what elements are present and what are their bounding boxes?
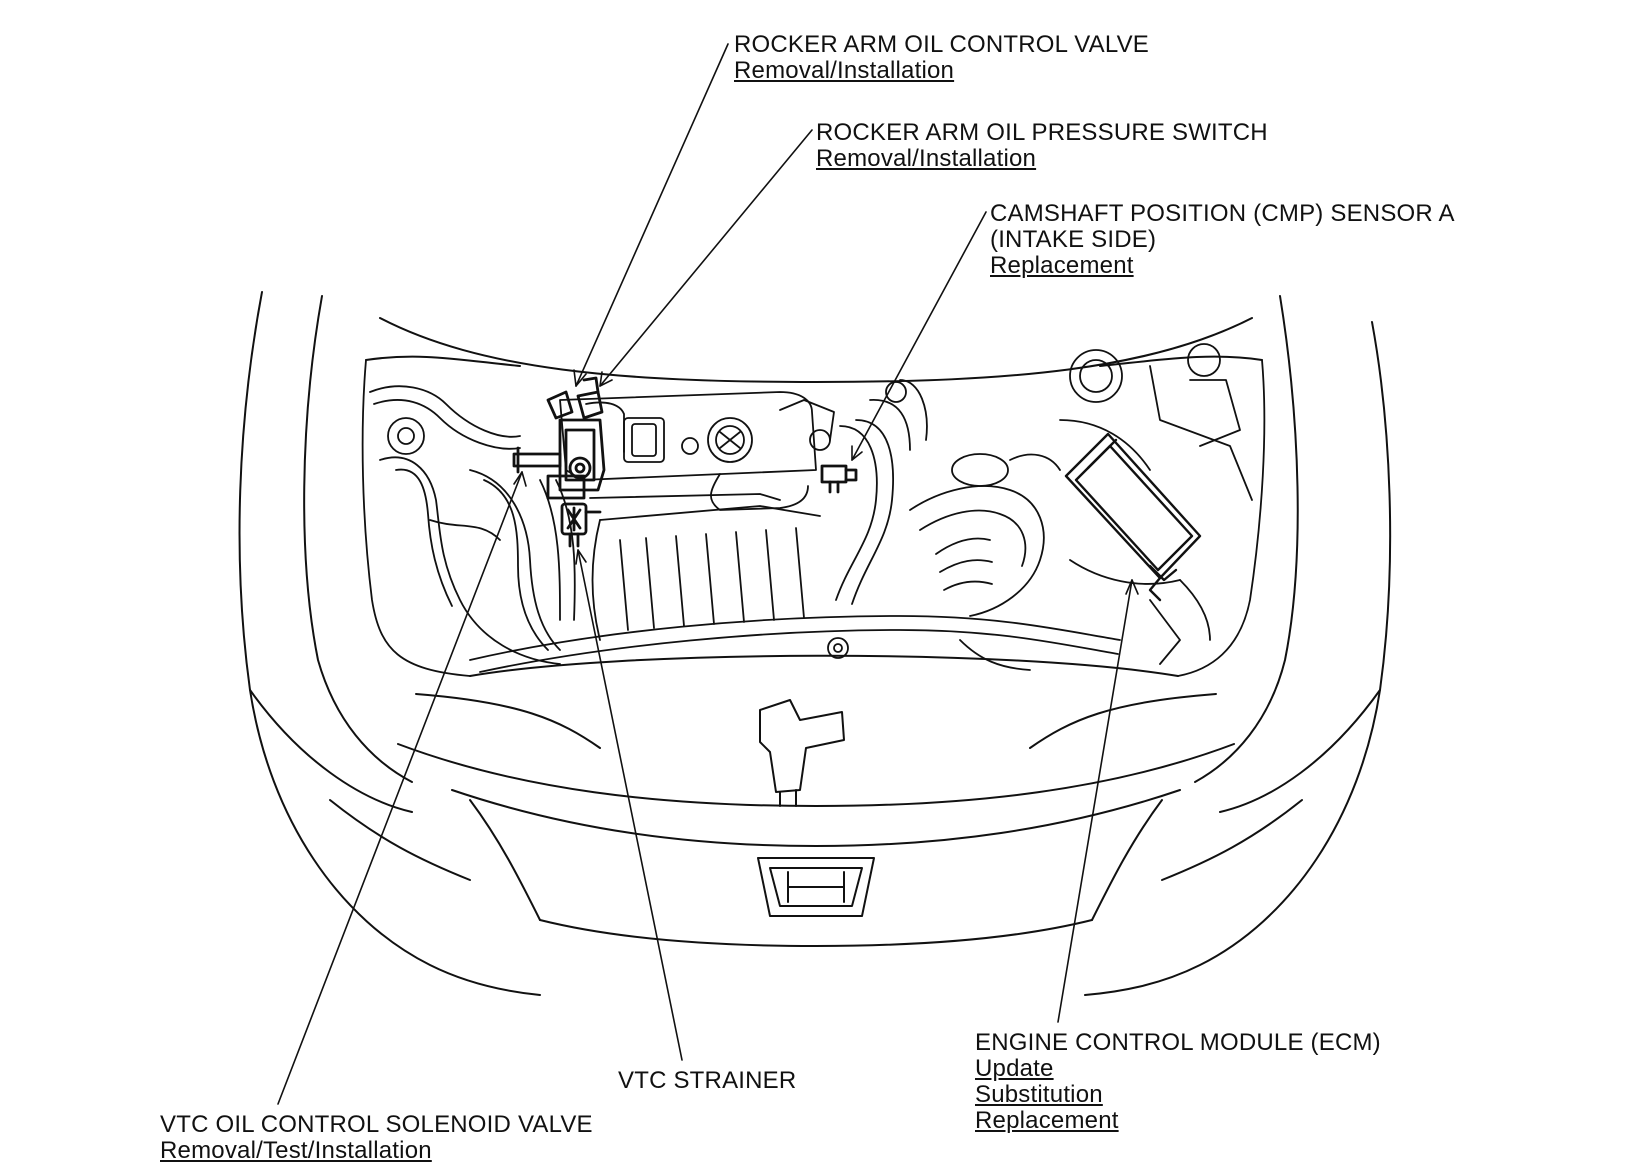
ecm-substitution-link[interactable]: Substitution [975,1081,1103,1108]
leader-lines [277,43,1139,1105]
vtc-solenoid-removal-test-link[interactable]: Removal/Test/Installation [160,1137,432,1164]
ecm-replacement-link[interactable]: Replacement [975,1107,1119,1134]
engine-bay [361,343,1266,677]
vtc-solenoid-title: VTC OIL CONTROL SOLENOID VALVE [160,1111,593,1138]
hood-latch [759,699,845,807]
label-vtc-strainer: VTC STRAINER [618,1068,796,1094]
rocker-arm-switch-removal-link[interactable]: Removal/Installation [816,145,1037,172]
label-vtc-oil-control-solenoid-valve: VTC OIL CONTROL SOLENOID VALVE Removal/T… [160,1112,593,1164]
cmp-sensor-part [820,464,858,494]
ecm-update-link[interactable]: Update [975,1055,1054,1082]
label-cmp-sensor: CAMSHAFT POSITION (CMP) SENSOR A (INTAKE… [990,201,1455,279]
rocker-arm-valve-title: ROCKER ARM OIL CONTROL VALVE [734,31,1150,58]
cmp-sensor-title-line1: CAMSHAFT POSITION (CMP) SENSOR A [990,200,1455,227]
grille-emblem [757,857,875,917]
label-rocker-arm-oil-pressure-switch: ROCKER ARM OIL PRESSURE SWITCH Removal/I… [816,120,1268,172]
cmp-sensor-title-line2: (INTAKE SIDE) [990,226,1157,253]
vtc-strainer-part [560,502,602,548]
rocker-arm-oil-control-valve-part [512,390,606,500]
rocker-arm-oil-pressure-switch-part [576,376,604,420]
cmp-sensor-replacement-link[interactable]: Replacement [990,252,1134,279]
ecm-module [1064,432,1202,602]
label-rocker-arm-oil-control-valve: ROCKER ARM OIL CONTROL VALVE Removal/Ins… [734,32,1149,84]
ecm-title: ENGINE CONTROL MODULE (ECM) [975,1029,1381,1056]
vtc-strainer-title: VTC STRAINER [618,1067,797,1094]
label-ecm: ENGINE CONTROL MODULE (ECM) Update Subst… [975,1030,1381,1134]
car-body-outline [238,291,1392,996]
rocker-arm-switch-title: ROCKER ARM OIL PRESSURE SWITCH [816,119,1268,146]
rocker-arm-valve-removal-link[interactable]: Removal/Installation [734,57,955,84]
